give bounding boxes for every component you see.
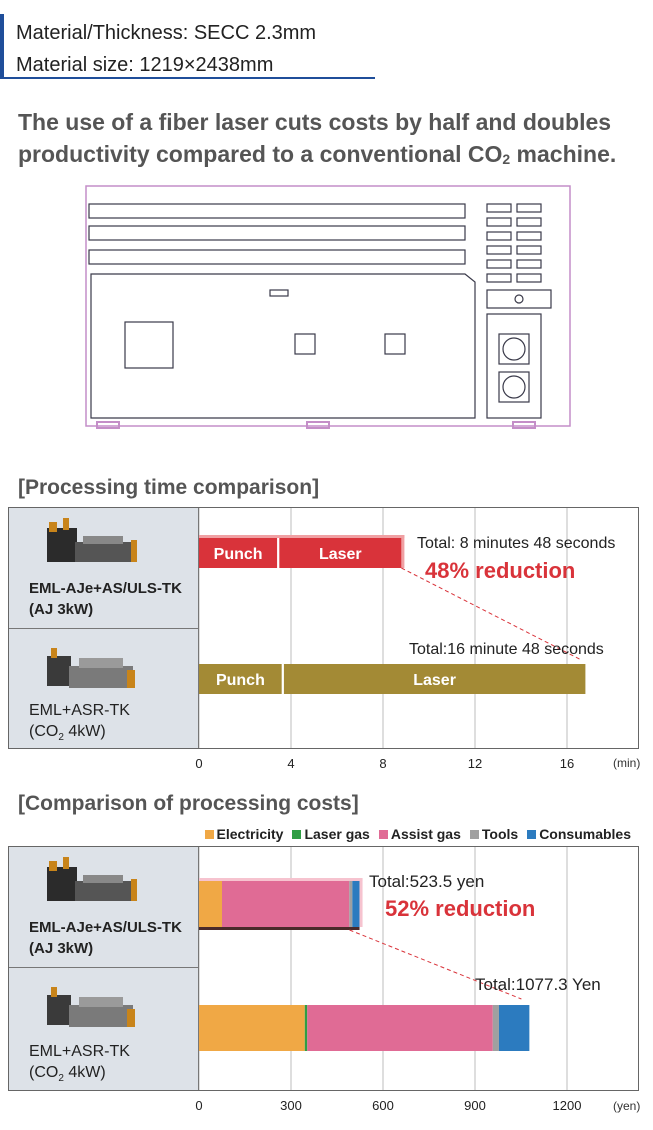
cost-bar-laser-gas-co2 (304, 1005, 308, 1051)
legend-laser-gas-swatch (292, 829, 302, 839)
time-bar-separator (277, 538, 280, 568)
spec-accent-bar (0, 14, 4, 78)
legend-laser-gas: Laser gas (292, 826, 370, 842)
time-x-tick-label: 4 (287, 756, 295, 771)
co2-machine-name-2: EML+ASR-TK (CO2 4kW) (29, 1043, 130, 1085)
co2-machine-name: EML+ASR-TK (CO2 4kW) (29, 702, 130, 744)
fiber-machine-name: EML-AJe+AS/ULS-TK (AJ 3kW) (29, 580, 182, 618)
cost-chart-plot: Total:523.5 yen 52% reductionTotal:1077.3… (199, 847, 601, 1090)
legend-consumables: Consumables (527, 826, 631, 842)
cost-bar-tools-co2 (492, 1005, 499, 1051)
time-bar-label: Punch (214, 546, 263, 563)
legend-consumables-swatch (527, 829, 537, 839)
co2-machine-image-2 (47, 987, 135, 1027)
cost-bar-tools-fiber (349, 881, 353, 927)
material-thickness: Material/Thickness: SECC 2.3mm (16, 22, 317, 44)
cost-bar-highlight-side (359, 878, 363, 927)
cost-bar-assist-gas-fiber (222, 881, 350, 927)
time-chart-panel: EML-AJe+AS/ULS-TK (AJ 3kW) EML+ASR-TK (C… (8, 507, 639, 749)
cost-section-title: [Comparison of processing costs] (18, 792, 359, 815)
cost-legend: Electricity Laser gas Assist gas Tools C… (204, 826, 631, 842)
time-machine-labels: EML-AJe+AS/ULS-TK (AJ 3kW) EML+ASR-TK (C… (9, 508, 199, 748)
time-x-tick-label: 0 (195, 756, 203, 771)
time-bar-laser-fiber (279, 538, 402, 568)
fiber-machine-name-2: EML-AJe+AS/ULS-TK (AJ 3kW) (29, 919, 182, 957)
cost-machine-co2: EML+ASR-TK (CO2 4kW) (9, 967, 198, 1090)
headline: The use of a fiber laser cuts costs by h… (18, 106, 643, 175)
headline-line1: The use of a fiber laser cuts costs by h… (18, 109, 612, 135)
legend-tools: Tools (469, 826, 518, 842)
time-section-title: [Processing time comparison] (18, 476, 320, 499)
cost-bar-electricity-co2 (199, 1005, 305, 1051)
cost-bar-consumables-fiber (352, 881, 360, 927)
cost-x-tick-label: 300 (280, 1098, 302, 1113)
time-bar-highlight (199, 535, 405, 538)
legend-tools-swatch (469, 829, 479, 839)
time-unit: (min) (613, 756, 641, 770)
cost-machine-fiber: EML-AJe+AS/ULS-TK (AJ 3kW) (9, 847, 198, 968)
legend-assist-gas-swatch (378, 829, 388, 839)
cost-bar-assist-gas-co2 (307, 1005, 493, 1051)
cost-x-tick-label: 600 (372, 1098, 394, 1113)
time-bar-laser-co2 (283, 664, 586, 694)
material-size: Material size: 1219×2438mm (16, 54, 274, 76)
time-x-tick-label: 12 (467, 756, 483, 771)
spec-underline (0, 77, 375, 79)
time-bar-label: Punch (216, 672, 265, 689)
cost-reduction-label: 52% reduction (385, 896, 535, 921)
cost-unit: (yen) (613, 1099, 641, 1113)
fiber-machine-image-2 (47, 857, 137, 901)
time-x-tick-label: 8 (379, 756, 387, 771)
co2-machine-image (47, 648, 135, 688)
nesting-layout-drawing (85, 185, 571, 429)
time-machine-co2: EML+ASR-TK (CO2 4kW) (9, 628, 198, 748)
time-bar-separator (281, 664, 284, 694)
cost-x-tick-label: 1200 (552, 1098, 582, 1113)
spec-box: Material/Thickness: SECC 2.3mm Material … (0, 14, 375, 80)
time-x-tick-label: 16 (559, 756, 575, 771)
cost-bar-consumables-co2 (498, 1005, 530, 1051)
time-machine-fiber: EML-AJe+AS/ULS-TK (AJ 3kW) (9, 508, 198, 629)
cost-machine-labels: EML-AJe+AS/ULS-TK (AJ 3kW) EML+ASR-TK (C… (9, 847, 199, 1090)
time-bar-label: Laser (413, 672, 456, 689)
cost-bar-highlight (199, 878, 363, 881)
cost-chart-panel: EML-AJe+AS/ULS-TK (AJ 3kW) EML+ASR-TK (C… (8, 846, 639, 1091)
time-reduction-connector (401, 567, 582, 661)
cost-x-tick-label: 900 (464, 1098, 486, 1113)
fiber-machine-image (47, 518, 137, 562)
legend-electricity-swatch (204, 829, 214, 839)
cost-x-tick-label: 0 (195, 1098, 203, 1113)
headline-line2: productivity compared to a conventional … (18, 141, 617, 167)
time-co2-total: Total:16 minute 48 seconds (409, 641, 604, 658)
cost-reduction-connector (349, 929, 522, 1000)
time-fiber-total: Total: 8 minutes 48 seconds (417, 535, 615, 552)
cost-bar-shadow (199, 927, 360, 930)
legend-assist-gas: Assist gas (378, 826, 461, 842)
time-bar-highlight-side (401, 535, 405, 568)
time-bar-punch-fiber (199, 538, 278, 568)
time-bar-punch-co2 (199, 664, 282, 694)
cost-co2-total: Total:1077.3 Yen (475, 975, 601, 994)
time-reduction-label: 48% reduction (425, 558, 575, 583)
cost-bar-electricity-fiber (199, 881, 222, 927)
legend-electricity: Electricity (204, 826, 283, 842)
cost-fiber-total: Total:523.5 yen (369, 872, 484, 891)
time-bar-label: Laser (319, 546, 362, 563)
